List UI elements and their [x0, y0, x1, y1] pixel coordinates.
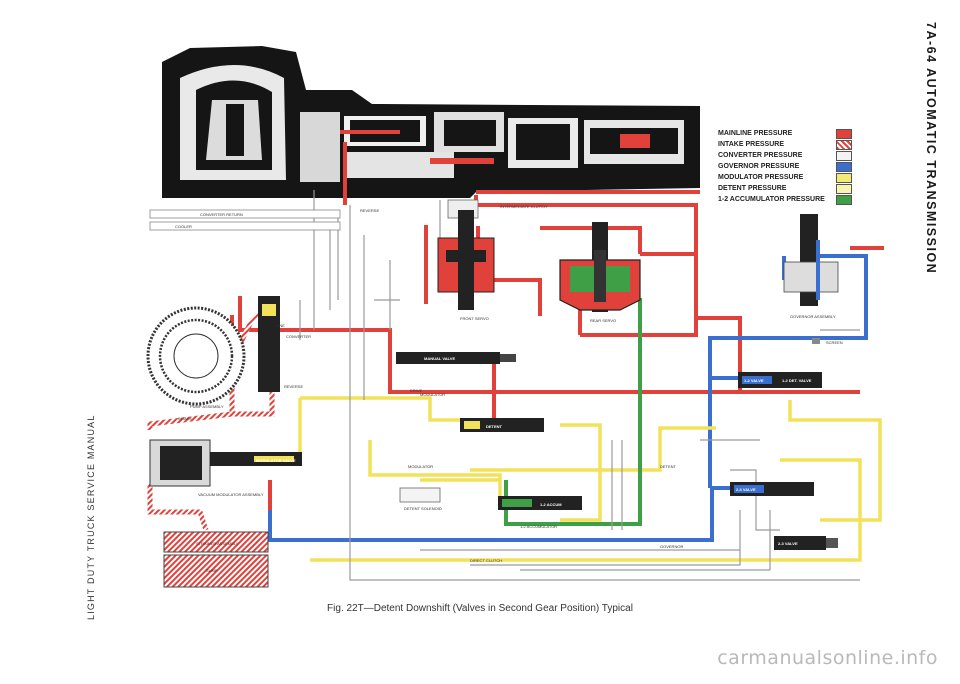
detent-label: DETENT	[486, 424, 503, 429]
detent-valve: DETENT	[460, 418, 544, 432]
front-servo-label: FRONT SERVO	[460, 316, 489, 321]
watermark: carmanualsonline.info	[717, 647, 938, 669]
manual-valve: MANUAL VALVE	[396, 352, 516, 364]
red-mainline-lines	[230, 142, 884, 510]
converter-return-label: CONVERTER RETURN	[200, 212, 243, 217]
legend-swatch	[836, 162, 852, 172]
accum-label: 1-2 ACCUM	[540, 502, 562, 507]
modulator-label: MODULATOR	[420, 392, 445, 397]
intake-label: INTAKE	[178, 416, 192, 421]
vacuum-modulator: MODULATOR VALVE VACUUM MODULATOR ASSEMBL…	[149, 439, 302, 497]
shift-valves: 1-2 VALVE 1-2 DET. VALVE 2-3 VALVE 2-3 V…	[730, 372, 838, 550]
sump-label: SUMP	[206, 568, 218, 573]
governor-assembly: GOVERNOR ASSEMBLY SCREEN	[783, 214, 843, 345]
drive-label: DRIVE	[410, 388, 423, 393]
modulator-label-2: MODULATOR	[408, 464, 433, 469]
reverse-label: REVERSE	[360, 208, 379, 213]
legend-label: MODULATOR PRESSURE	[718, 174, 804, 181]
rear-servo-label: REAR SERVO	[590, 318, 616, 323]
valve-23det-label: 2-3 VALVE	[778, 541, 798, 546]
valve-12det-label: 1-2 DET. VALVE	[782, 378, 812, 383]
reverse-label-2: REVERSE	[284, 384, 303, 389]
legend-label: MAINLINE PRESSURE	[718, 130, 793, 137]
strainer-label: STRAINER ASSEMBLY	[196, 541, 239, 546]
legend-row: MAINLINE PRESSURE	[718, 128, 854, 139]
legend-label: DETENT PRESSURE	[718, 185, 787, 192]
governor-passage-label: GOVERNOR	[660, 544, 683, 549]
legend-label: 1-2 ACCUMULATOR PRESSURE	[718, 196, 825, 203]
page-footer: LIGHT DUTY TRUCK SERVICE MANUAL	[86, 414, 96, 620]
direct-clutch-label: DIRECT CLUTCH	[470, 558, 502, 563]
legend-swatch	[836, 151, 852, 161]
detent-passage-label: DETENT	[660, 464, 677, 469]
legend-row: CONVERTER PRESSURE	[718, 150, 854, 161]
legend-label: GOVERNOR PRESSURE	[718, 163, 800, 170]
line-label: LINE	[276, 323, 285, 328]
legend-swatch	[836, 140, 852, 150]
pressure-legend: MAINLINE PRESSURE INTAKE PRESSURE CONVERTE…	[718, 128, 854, 205]
vacuum-modulator-label: VACUUM MODULATOR ASSEMBLY	[198, 492, 264, 497]
valve-12-label: 1-2 VALVE	[744, 378, 764, 383]
front-servo: FRONT SERVO	[437, 199, 495, 321]
accumulator-label: 1-2 ACCUMULATOR	[520, 524, 557, 529]
pump-assembly: PUMP ASSEMBLY	[146, 296, 280, 409]
legend-row: GOVERNOR PRESSURE	[718, 161, 854, 172]
strainer-and-sump: STRAINER ASSEMBLY SUMP	[163, 531, 269, 588]
intermediate-clutch-label: INTERMEDIATE CLUTCH	[500, 204, 547, 209]
modulator-valve-label: MODULATOR VALVE	[256, 458, 296, 463]
screen-label: SCREEN	[826, 340, 843, 345]
detent-solenoid-label: DETENT SOLENOID	[404, 506, 442, 511]
cooler-label: COOLER	[175, 224, 192, 229]
legend-row: 1-2 ACCUMULATOR PRESSURE	[718, 194, 854, 205]
transmission-case	[162, 46, 700, 198]
legend-label: CONVERTER PRESSURE	[718, 152, 803, 159]
converter-label: CONVERTER	[286, 334, 311, 339]
legend-row: INTAKE PRESSURE	[718, 139, 854, 150]
legend-row: MODULATOR PRESSURE	[718, 172, 854, 183]
legend-swatch	[836, 184, 852, 194]
manual-valve-label: MANUAL VALVE	[424, 356, 455, 361]
governor-label: GOVERNOR ASSEMBLY	[790, 314, 836, 319]
legend-swatch	[836, 129, 852, 139]
legend-swatch	[836, 195, 852, 205]
page-header: 7A-64 AUTOMATIC TRANSMISSION	[924, 22, 938, 275]
legend-swatch	[836, 173, 852, 183]
valve-23-label: 2-3 VALVE	[736, 487, 756, 492]
rear-servo: REAR SERVO	[559, 222, 641, 323]
yellow-modulator-lines	[232, 396, 882, 562]
cooler-box: CONVERTER RETURN COOLER	[149, 209, 341, 231]
detent-solenoid: DETENT SOLENOID	[399, 487, 442, 511]
passage-labels: INTERMEDIATE CLUTCH REVERSE REVERSE LINE…	[178, 204, 683, 563]
legend-label: INTAKE PRESSURE	[718, 141, 784, 148]
pump-label: PUMP ASSEMBLY	[190, 404, 224, 409]
legend-row: DETENT PRESSURE	[718, 183, 854, 194]
figure-caption: Fig. 22T—Detent Downshift (Valves in Sec…	[327, 603, 633, 614]
accumulator-valve: 1-2 ACCUM	[498, 496, 582, 510]
